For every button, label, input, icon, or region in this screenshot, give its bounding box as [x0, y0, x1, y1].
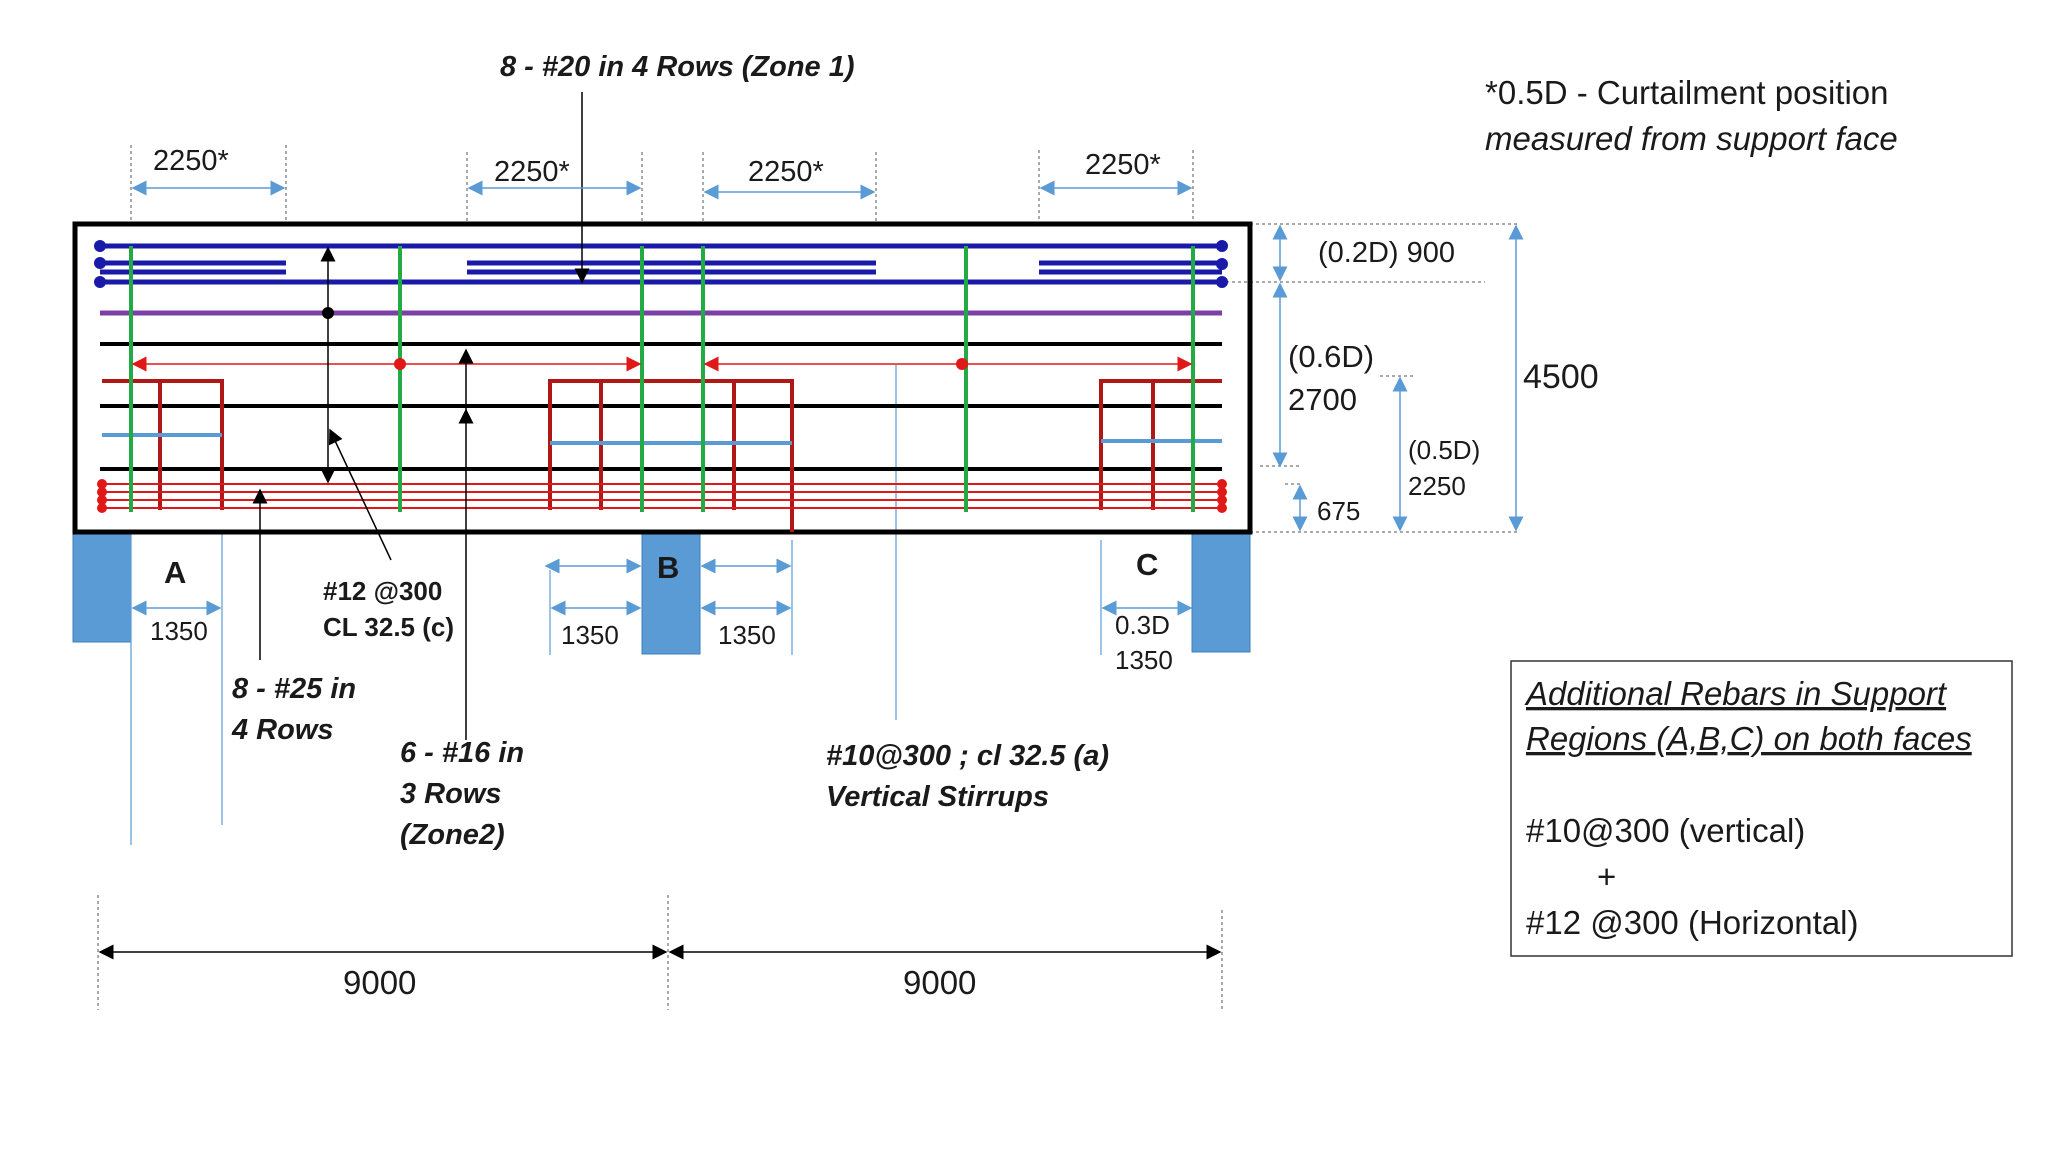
- extension-lines: [97, 145, 1520, 1010]
- curtail-dim-3: 2250*: [748, 156, 824, 188]
- support-c: [1191, 531, 1251, 653]
- leader-dot: [322, 307, 334, 319]
- curtail-dim-2: 2250*: [494, 156, 570, 188]
- dim-06d-b: 2700: [1288, 382, 1357, 417]
- bottom-bars-label-2: 4 Rows: [231, 714, 334, 746]
- dim-05d-b: 2250: [1408, 471, 1466, 501]
- dim-675: 675: [1317, 496, 1360, 526]
- dim-total-depth: 4500: [1523, 358, 1599, 396]
- box-line-2: +: [1597, 858, 1616, 895]
- top-bars: [94, 240, 1228, 288]
- mid-bars-label-3: (Zone2): [400, 819, 505, 851]
- beam-outline: [72, 221, 1253, 535]
- mid-bars-label-2: 3 Rows: [400, 778, 502, 810]
- dim-02d: (0.2D) 900: [1318, 237, 1455, 269]
- red-dimensions: [131, 356, 1193, 372]
- dim-06d-a: (0.6D): [1288, 339, 1374, 374]
- support-c-label: C: [1136, 547, 1158, 582]
- curtail-dim-1: 2250*: [153, 145, 229, 177]
- dim-b-left-1350: 1350: [561, 620, 619, 650]
- support-b-label: B: [657, 550, 679, 585]
- mid-bars-label-1: 6 - #16 in: [400, 737, 524, 769]
- support-a-label: A: [164, 555, 186, 590]
- horizontal-bar-label-1: #12 @300: [323, 576, 442, 606]
- box-title-line-2: Regions (A,B,C) on both faces: [1526, 720, 1972, 757]
- blue-dimensions: [131, 180, 1524, 616]
- dim-b-right-1350: 1350: [718, 620, 776, 650]
- support-stirrups: [102, 379, 1222, 532]
- dim-05d-a: (0.5D): [1408, 435, 1480, 465]
- box-line-1: #10@300 (vertical): [1526, 812, 1805, 849]
- curtail-dim-4: 2250*: [1085, 149, 1161, 181]
- top-bars-label: 8 - #20 in 4 Rows (Zone 1): [500, 51, 855, 83]
- note-line-1: *0.5D - Curtailment position: [1485, 74, 1889, 111]
- support-b: [641, 531, 701, 655]
- stirrups-label-1: #10@300 ; cl 32.5 (a): [826, 740, 1109, 772]
- additional-rebars-box: [1510, 660, 2013, 957]
- reference-lines: [130, 365, 1102, 845]
- span-left-label: 9000: [343, 964, 416, 1001]
- box-title-line-1: Additional Rebars in Support: [1524, 675, 1948, 712]
- box-line-3: #12 @300 (Horizontal): [1526, 904, 1859, 941]
- stirrups-label-2: Vertical Stirrups: [826, 781, 1049, 813]
- bottom-bars-label-1: 8 - #25 in: [232, 673, 356, 705]
- support-a: [72, 531, 132, 643]
- span-right-label: 9000: [903, 964, 976, 1001]
- horizontal-bar-label-2: CL 32.5 (c): [323, 612, 454, 642]
- dim-c-1350: 1350: [1115, 645, 1173, 675]
- bottom-bars: [97, 479, 1227, 513]
- leaders: [252, 92, 590, 740]
- dim-c-03d: 0.3D: [1115, 610, 1170, 640]
- mid-bars: [100, 342, 1222, 471]
- dim-a-1350: 1350: [150, 616, 208, 646]
- note-line-2: measured from support face: [1485, 120, 1898, 157]
- light-blue-bars: [102, 433, 1222, 445]
- vertical-bars: [129, 246, 1195, 512]
